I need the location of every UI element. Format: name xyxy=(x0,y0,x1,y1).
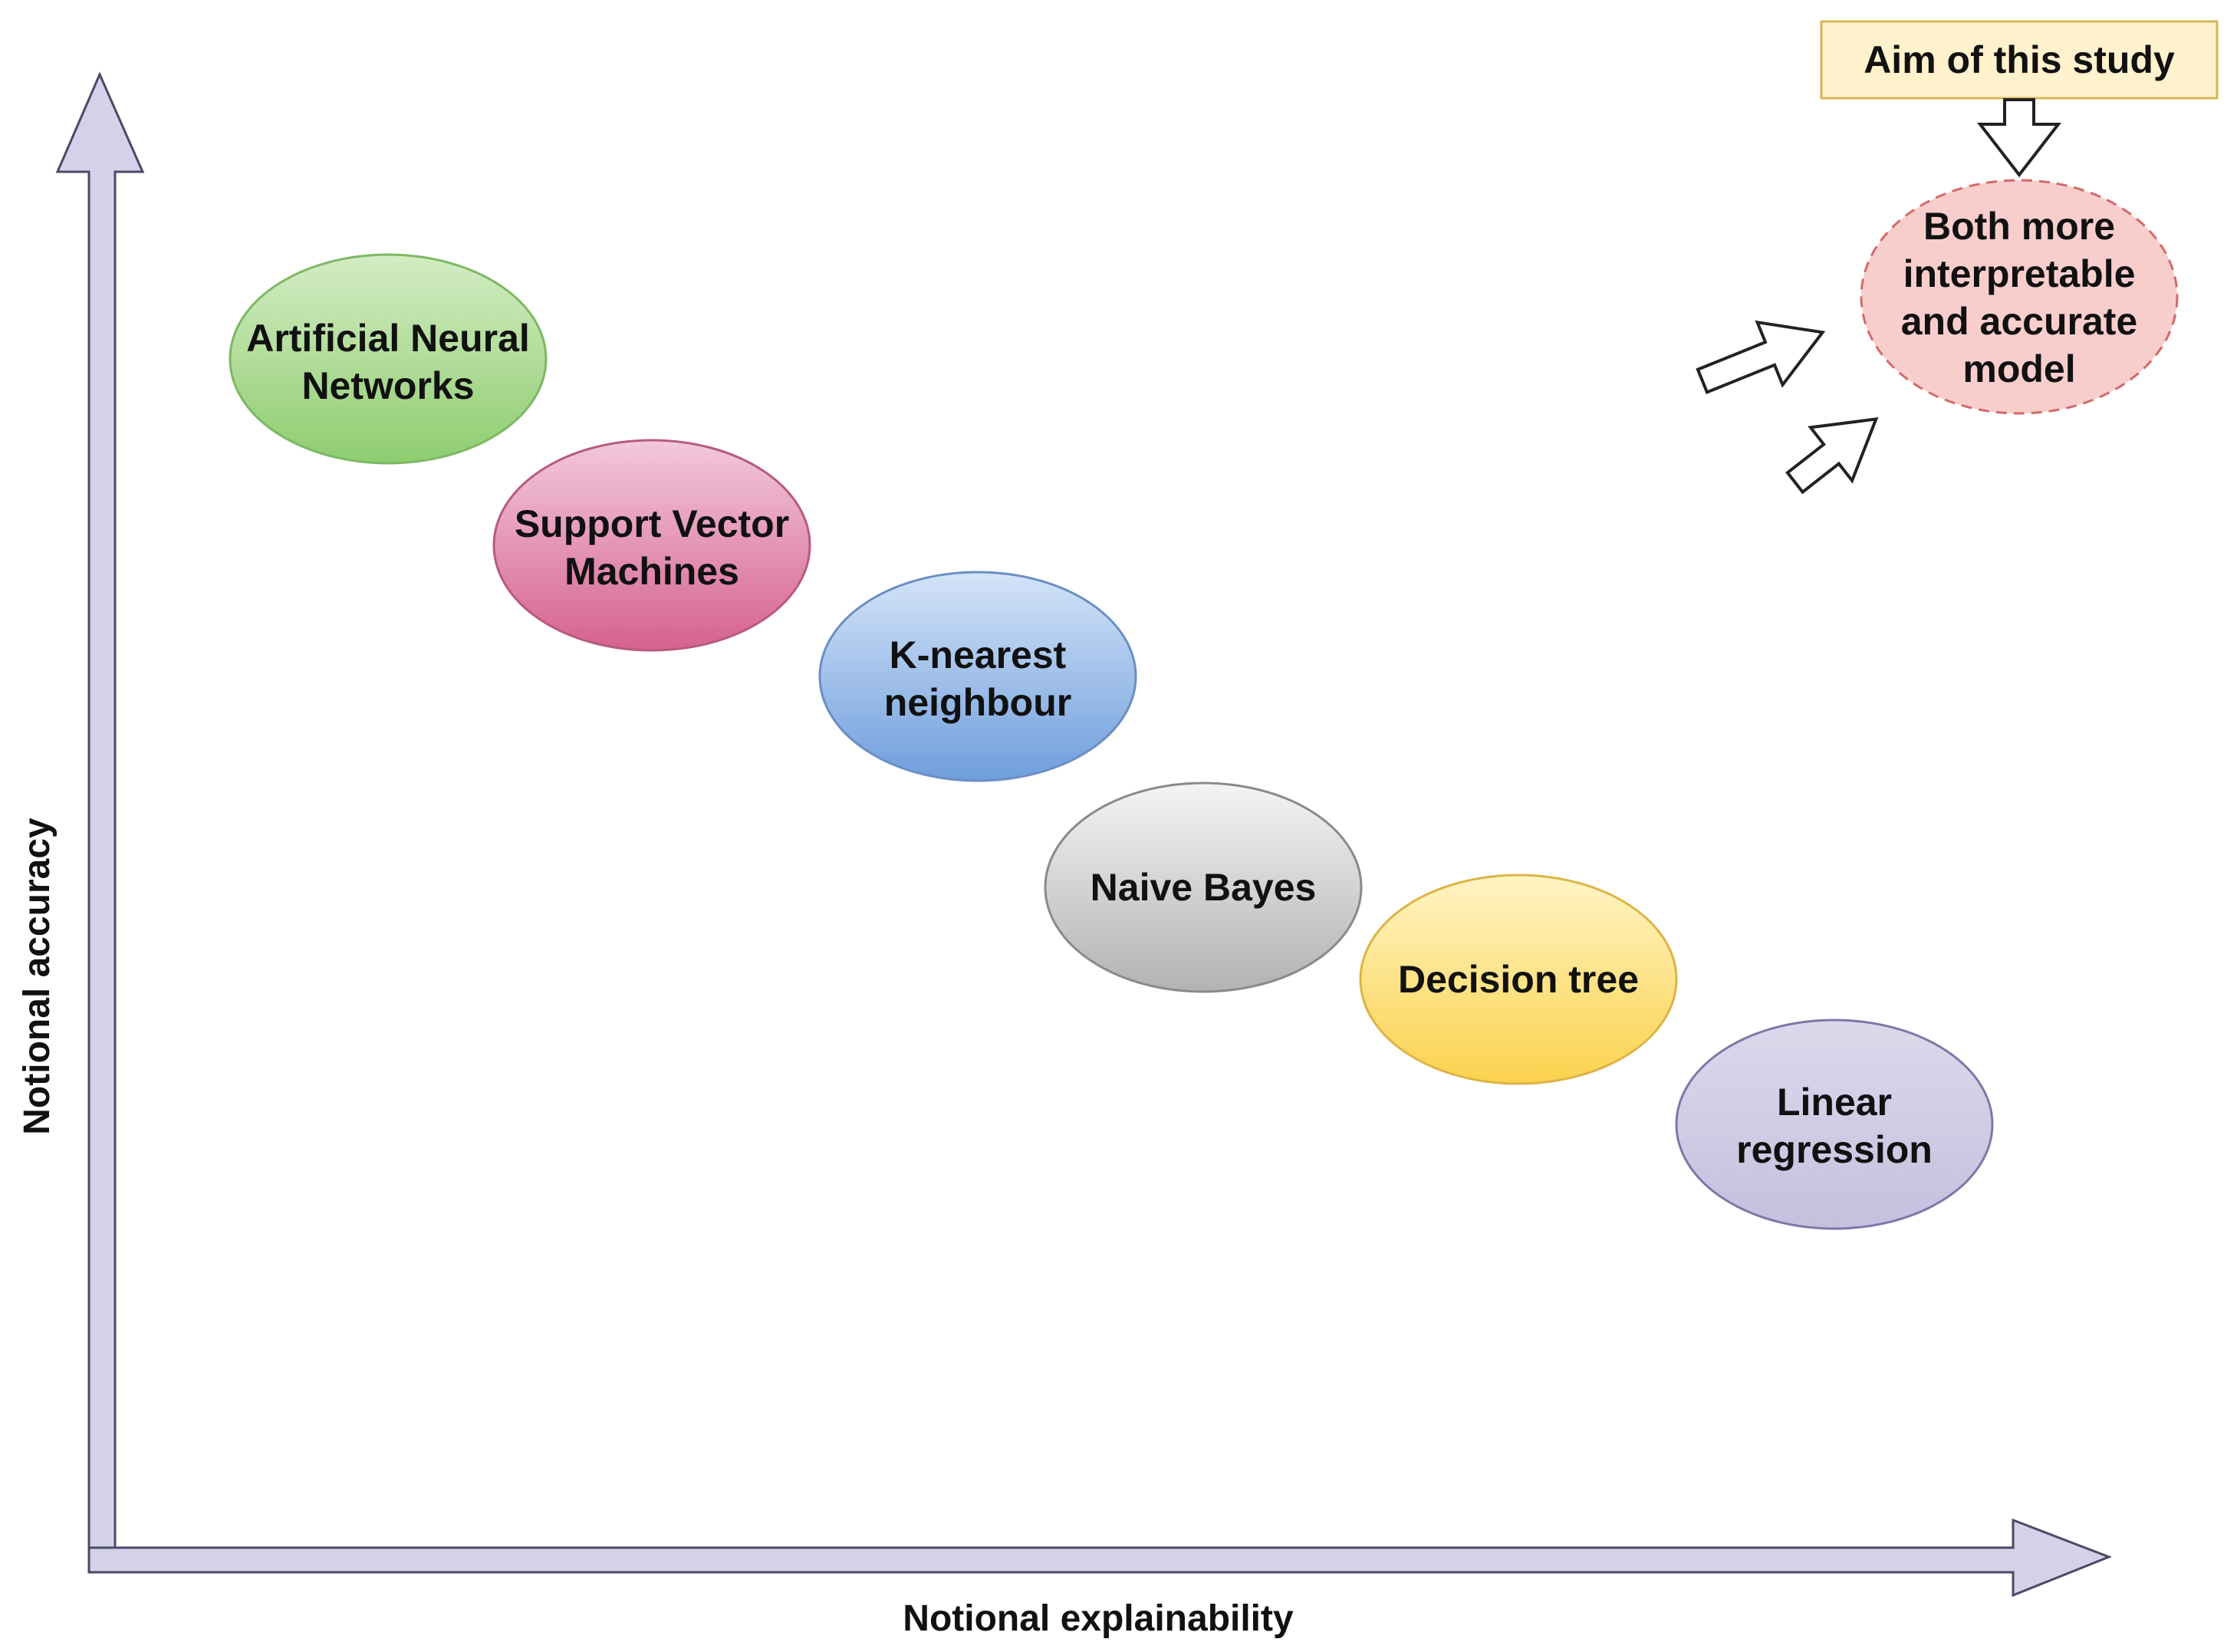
model-lr-label-line1: Linear xyxy=(1777,1081,1892,1124)
model-knn: K-nearest neighbour xyxy=(818,571,1137,782)
model-dt-label: Decision tree xyxy=(1398,958,1639,1001)
model-svm-shape xyxy=(492,439,811,652)
model-lr: Linear regression xyxy=(1675,1019,1994,1230)
model-nb-label: Naive Bayes xyxy=(1091,866,1317,909)
diagonal-arrow-lower-icon xyxy=(1785,417,1879,495)
model-dt: Decision tree xyxy=(1359,874,1678,1085)
goal-label-line3: and accurate xyxy=(1901,300,2137,343)
goal-model-shape xyxy=(1860,179,2179,415)
x-axis-arrow xyxy=(87,1518,2113,1598)
model-knn-label-line2: neighbour xyxy=(884,681,1071,724)
model-svm-label-line2: Machines xyxy=(564,550,739,593)
model-ann: Artificial Neural Networks xyxy=(229,253,548,465)
goal-label-line2: interpretable xyxy=(1903,252,2136,295)
model-lr-label-line2: regression xyxy=(1736,1128,1933,1171)
model-knn-shape xyxy=(818,571,1137,782)
goal-label-line1: Both more xyxy=(1923,205,2115,248)
diagonal-arrow-upper-icon xyxy=(1696,320,1826,395)
goal-label-line4: model xyxy=(1962,347,2075,390)
y-axis-arrow xyxy=(55,71,145,1552)
goal-model: Both more interpretable and accurate mod… xyxy=(1860,179,2179,415)
x-axis-label: Notional explainability xyxy=(903,1598,1294,1639)
model-ann-label-line2: Networks xyxy=(301,364,474,407)
y-axis-label: Notional accuracy xyxy=(17,818,58,1135)
aim-down-arrow-icon xyxy=(1976,98,2062,178)
model-dt-shape xyxy=(1359,874,1678,1085)
model-knn-label-line1: K-nearest xyxy=(890,633,1067,676)
aim-box-label: Aim of this study xyxy=(1864,38,2175,81)
model-svm: Support Vector Machines xyxy=(492,439,811,652)
model-lr-shape xyxy=(1675,1019,1994,1230)
model-nb-shape xyxy=(1044,782,1363,993)
model-ann-shape xyxy=(229,253,548,465)
model-nb: Naive Bayes xyxy=(1044,782,1363,993)
model-svm-label-line1: Support Vector xyxy=(515,502,789,545)
model-ann-label-line1: Artificial Neural xyxy=(246,317,530,360)
aim-box: Aim of this study xyxy=(1820,20,2219,100)
aim-box-shape xyxy=(1820,20,2219,100)
